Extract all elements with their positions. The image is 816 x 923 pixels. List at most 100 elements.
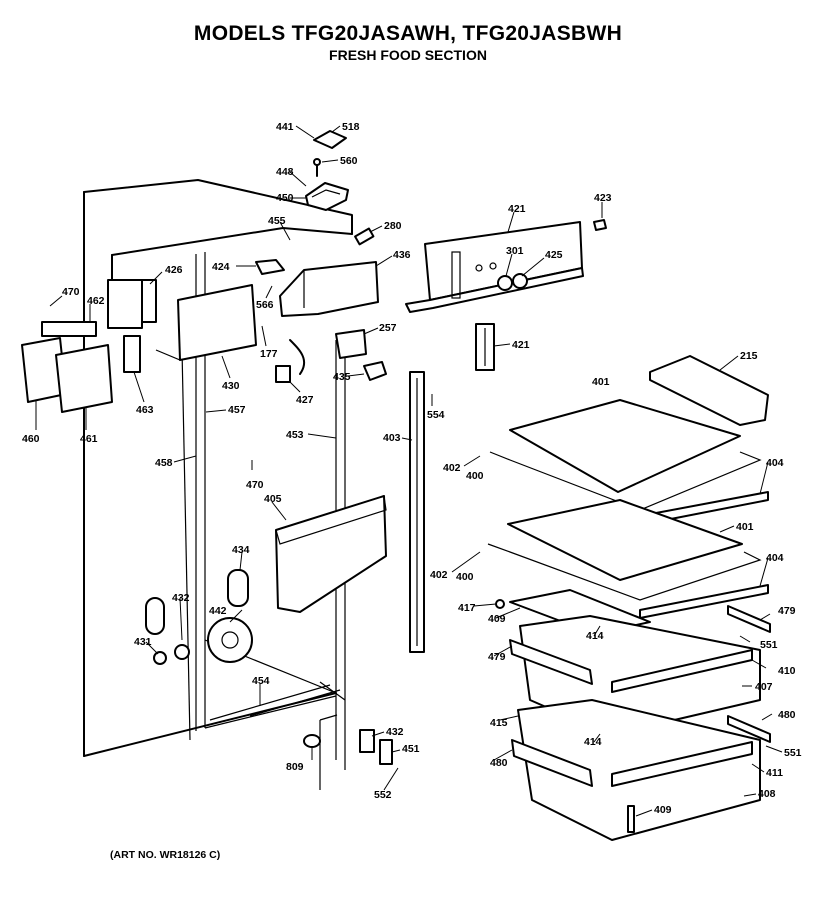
shelf-assembly-lower	[487, 499, 769, 619]
part-label: 177	[260, 348, 278, 360]
leader-lines	[35, 125, 783, 817]
part-labels: 441 518 448 560 450 455 280 421 423 301 …	[22, 121, 802, 816]
part-label: 461	[80, 433, 98, 445]
part-label: 400	[466, 470, 484, 482]
grommet-434	[227, 569, 249, 607]
part-label: 434	[232, 544, 250, 556]
thermometer-421	[475, 323, 495, 371]
air-duct-430	[155, 284, 257, 361]
control-panel-421	[405, 221, 584, 313]
part-label: 455	[268, 215, 286, 227]
part-label: 414	[586, 630, 604, 642]
part-label: 411	[766, 767, 783, 779]
part-label: 409	[654, 804, 672, 816]
part-label: 280	[384, 220, 402, 232]
grommet-432	[145, 597, 165, 635]
part-label: 552	[374, 789, 392, 801]
part-label: 404	[766, 552, 784, 564]
part-label: 436	[393, 249, 411, 261]
part-label: 479	[488, 651, 506, 663]
part-label: 451	[402, 743, 420, 755]
harness-427	[275, 339, 306, 383]
part-label: 404	[766, 457, 784, 469]
part-label: 427	[296, 394, 314, 406]
part-label: 403	[383, 432, 401, 444]
part-label: 463	[136, 404, 154, 416]
part-label: 457	[228, 404, 246, 416]
part-label: 401	[592, 376, 610, 388]
fan-442	[207, 617, 253, 663]
part-label: 424	[212, 261, 230, 273]
part-label: 415	[490, 717, 508, 729]
part-label: 480	[490, 757, 508, 769]
part-label: 518	[342, 121, 360, 133]
part-label: 431	[134, 636, 152, 648]
part-label: 402	[443, 462, 461, 474]
small-part-417	[495, 599, 505, 609]
part-label: 566	[256, 299, 274, 311]
part-label: 470	[246, 479, 264, 491]
timer-257	[335, 329, 367, 359]
part-label: 426	[165, 264, 183, 276]
part-label: 462	[87, 295, 105, 307]
page-subtitle: FRESH FOOD SECTION	[329, 47, 487, 63]
part-label: 441	[276, 121, 294, 133]
part-label: 432	[172, 592, 190, 604]
part-label: 430	[222, 380, 240, 392]
pin-280	[354, 227, 375, 246]
part-label: 402	[430, 569, 448, 581]
bin-215	[649, 355, 769, 426]
part-label: 215	[740, 350, 758, 362]
housing-436	[279, 261, 379, 317]
part-label: 448	[276, 166, 294, 178]
part-label: 414	[584, 736, 602, 748]
clip-435	[363, 361, 387, 381]
knob-423	[593, 219, 607, 231]
part-label: 423	[594, 192, 612, 204]
part-label: 410	[778, 665, 796, 677]
screw-560	[313, 158, 321, 177]
art-number: (ART NO. WR18126 C)	[110, 849, 221, 861]
bracket-424	[255, 259, 285, 275]
part-label: 301	[506, 245, 524, 257]
part-label: 417	[458, 602, 476, 614]
part-label: 435	[333, 371, 351, 383]
part-label: 257	[379, 322, 397, 334]
roller-809	[303, 734, 321, 748]
crisper-408	[511, 699, 761, 841]
part-label: 450	[276, 192, 294, 204]
socket-450	[305, 182, 349, 211]
part-label: 409	[488, 613, 506, 625]
part-label: 442	[209, 605, 227, 617]
fitting-431	[153, 644, 190, 665]
part-label: 458	[155, 457, 173, 469]
light-shield-441	[313, 130, 347, 149]
part-label: 480	[778, 709, 796, 721]
part-label: 408	[758, 788, 776, 800]
part-label: 421	[508, 203, 526, 215]
air-duct-460	[21, 337, 113, 413]
part-label: 551	[784, 747, 802, 759]
part-label: 421	[512, 339, 530, 351]
page-title: MODELS TFG20JASAWH, TFG20JASBWH	[193, 22, 623, 45]
control-463	[123, 335, 141, 373]
part-label: 432	[386, 726, 404, 738]
part-label: 479	[778, 605, 796, 617]
part-label: 425	[545, 249, 563, 261]
part-label: 554	[427, 409, 445, 421]
shelf-ladder-403	[409, 371, 425, 653]
part-label: 405	[264, 493, 282, 505]
drawer-frame-480	[727, 605, 771, 743]
drip-pan-405	[275, 495, 387, 613]
part-label: 460	[22, 433, 40, 445]
part-label: 407	[755, 681, 773, 693]
hinge-451	[359, 729, 393, 765]
part-label: 401	[736, 521, 754, 533]
part-label: 453	[286, 429, 304, 441]
part-label: 560	[340, 155, 358, 167]
part-label: 470	[62, 286, 80, 298]
damper-462	[41, 321, 97, 337]
part-label: 400	[456, 571, 474, 583]
part-label: 809	[286, 761, 304, 773]
